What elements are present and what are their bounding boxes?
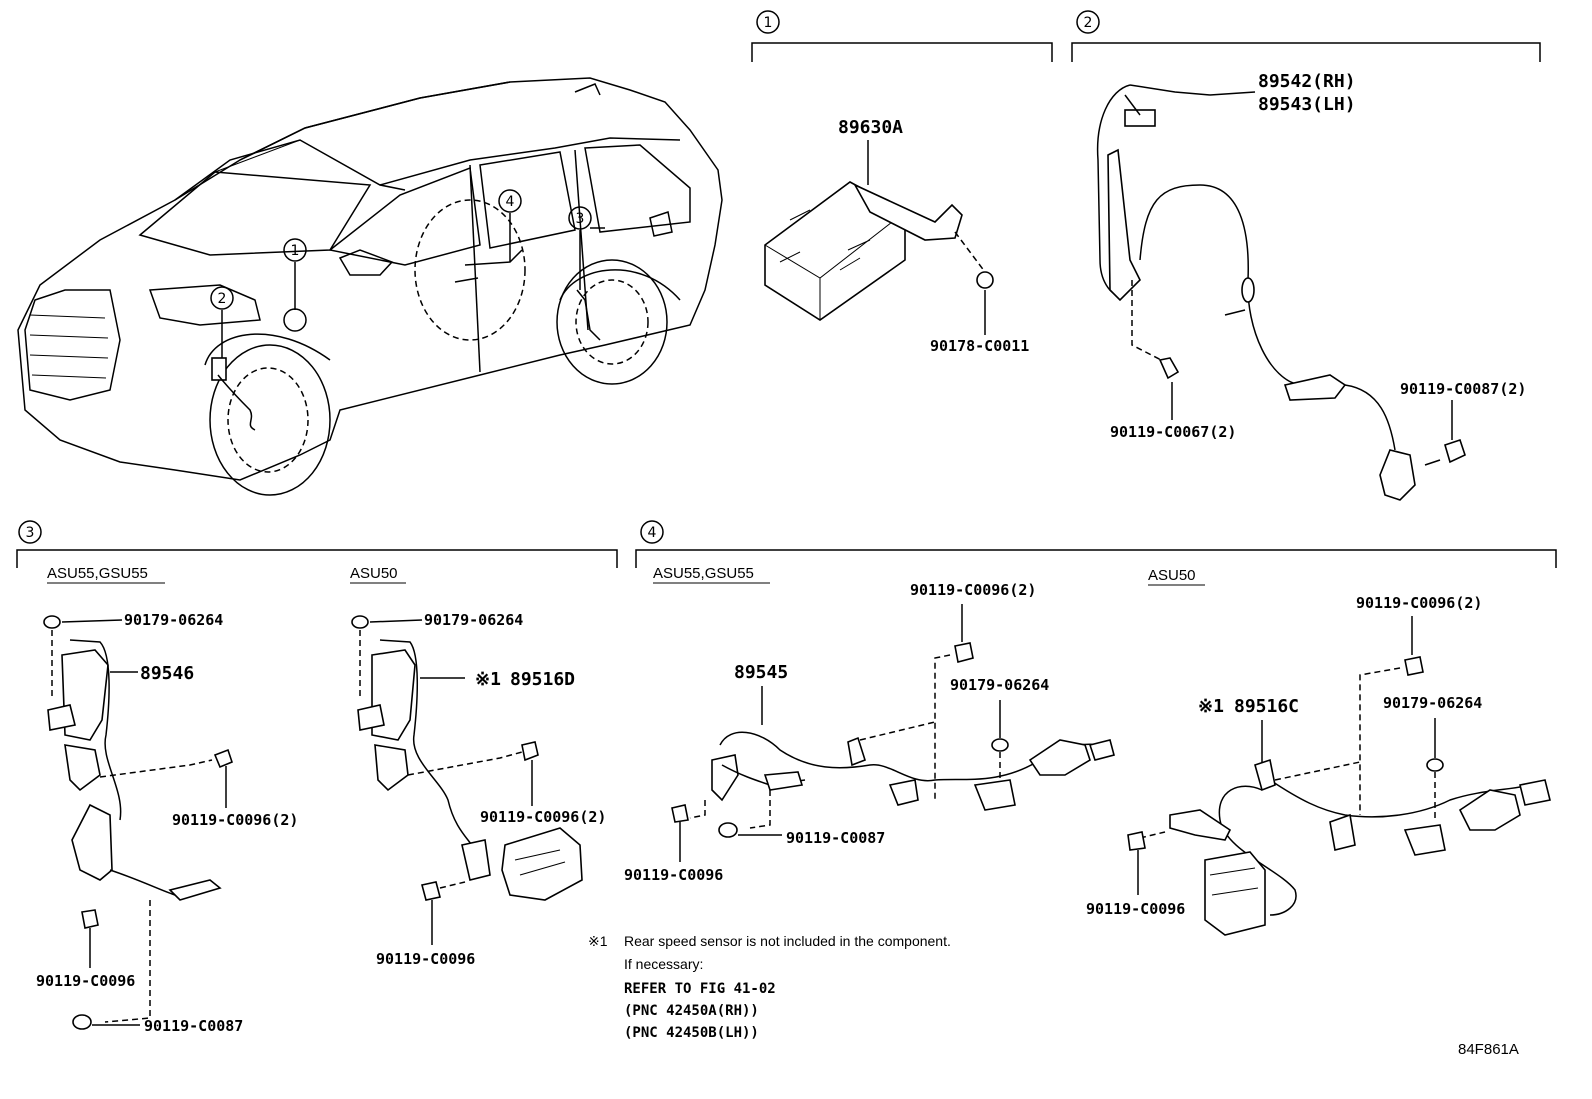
- bolt-90119-C0096-top-s4l[interactable]: [954, 642, 974, 663]
- svg-text:2: 2: [218, 291, 227, 307]
- bolt-90119-C0096-s3r[interactable]: [521, 741, 539, 806]
- front-speed-sensor-89542-89543[interactable]: [1096, 84, 1416, 501]
- label-s4r-mark: ※1: [1198, 696, 1224, 717]
- section-3: 3 ASU55,GSU55 90179-06264 89546 90119-C0…: [16, 520, 618, 1035]
- rear-sensor-89546[interactable]: [47, 639, 222, 901]
- bolt-90119-C0096-s4l[interactable]: [671, 804, 689, 862]
- rear-sensor-89516C[interactable]: [1169, 758, 1551, 936]
- svg-text:1: 1: [764, 15, 773, 31]
- section-2: 2 89542(RH) 89543(LH) 9011: [1071, 10, 1541, 501]
- nut-90179-06264-s3r[interactable]: [351, 615, 369, 629]
- svg-text:4: 4: [648, 525, 657, 541]
- footnote: ※1 Rear speed sensor is not included in …: [588, 933, 951, 1041]
- section-4-marker: 4: [640, 520, 664, 544]
- section-1: 1 89630A 90178-C0011: [751, 10, 1053, 355]
- svg-text:3: 3: [576, 211, 585, 227]
- nut-90179-06264-s4r[interactable]: [1426, 758, 1444, 772]
- bolt-90119-C0087-s4l[interactable]: [718, 822, 738, 838]
- figure-id: 84F861A: [1458, 1041, 1519, 1058]
- note-line-2: If necessary:: [624, 956, 703, 972]
- svg-text:3: 3: [26, 525, 35, 541]
- label-90178-C0011: 90178-C0011: [930, 337, 1029, 355]
- label-s3r-mark: ※1: [475, 669, 501, 690]
- section-4-variant-asu50: ASU50: [1148, 567, 1196, 584]
- nut-90179-06264-s4l[interactable]: [991, 738, 1009, 752]
- vehicle-callout-3[interactable]: 3: [568, 206, 592, 230]
- label-89546: 89546: [140, 663, 194, 684]
- bolt-90119-C0096-s4r[interactable]: [1127, 831, 1146, 895]
- vehicle-callout-2[interactable]: 2: [210, 286, 234, 310]
- label-s4r-90119-C0096: 90119-C0096: [1086, 900, 1185, 918]
- label-89516D: 89516D: [510, 669, 575, 690]
- label-s3r-90119-C0096: 90119-C0096: [376, 950, 475, 968]
- abs-ecu-module[interactable]: [764, 181, 963, 321]
- rear-sensor-89545[interactable]: [711, 731, 1115, 811]
- clip-90178-C0011[interactable]: [976, 271, 994, 289]
- svg-text:2: 2: [1084, 15, 1093, 31]
- label-89545: 89545: [734, 662, 788, 683]
- svg-text:1: 1: [291, 243, 300, 259]
- bolt-90119-C0096-lower-s3l[interactable]: [81, 909, 99, 968]
- label-s4r-90179-06264: 90179-06264: [1383, 694, 1482, 712]
- section-3-marker: 3: [18, 520, 42, 544]
- label-90119-C0067: 90119-C0067(2): [1110, 423, 1236, 441]
- label-s4l-90119-C0087: 90119-C0087: [786, 829, 885, 847]
- note-line-4: (PNC 42450A(RH)): [624, 1003, 759, 1019]
- label-s4r-90119-C0096-x2: 90119-C0096(2): [1356, 594, 1482, 612]
- label-s3l-90119-C0087: 90119-C0087: [144, 1017, 243, 1035]
- label-89630A: 89630A: [838, 117, 903, 138]
- label-s3r-90179-06264: 90179-06264: [424, 611, 523, 629]
- label-s3l-90179-06264: 90179-06264: [124, 611, 223, 629]
- vehicle-callout-1[interactable]: 1: [283, 238, 307, 262]
- vehicle-illustration: [17, 77, 723, 496]
- section-1-marker: 1: [756, 10, 780, 34]
- note-line-5: (PNC 42450B(LH)): [624, 1025, 759, 1041]
- bolt-90119-C0087-s3l[interactable]: [72, 1014, 92, 1030]
- note-line-3: REFER TO FIG 41-02: [624, 981, 776, 997]
- label-89543-lh: 89543(LH): [1258, 94, 1356, 115]
- label-s4l-90119-C0096-x2: 90119-C0096(2): [910, 581, 1036, 599]
- section-2-marker: 2: [1076, 10, 1100, 34]
- rear-sensor-89516D[interactable]: [357, 639, 583, 901]
- label-s4l-90119-C0096: 90119-C0096: [624, 866, 723, 884]
- label-s3l-90119-C0096-x2: 90119-C0096(2): [172, 811, 298, 829]
- label-s3l-90119-C0096: 90119-C0096: [36, 972, 135, 990]
- note-line-1: Rear speed sensor is not included in the…: [624, 933, 951, 949]
- label-89516C: 89516C: [1234, 696, 1299, 717]
- section-4-variant-asu55-gsu55: ASU55,GSU55: [653, 565, 754, 582]
- bolt-90119-C0096-top-s4r[interactable]: [1404, 656, 1424, 676]
- note-mark: ※1: [588, 933, 608, 949]
- section-4: 4 ASU55,GSU55 90119-C0096(2) 90179-06264…: [624, 520, 1557, 936]
- label-s4l-90179-06264: 90179-06264: [950, 676, 1049, 694]
- bolt-90119-C0096-s3l[interactable]: [213, 748, 233, 808]
- vehicle-callout-4[interactable]: 4: [498, 189, 522, 213]
- label-90119-C0087-x2: 90119-C0087(2): [1400, 380, 1526, 398]
- label-s3r-90119-C0096-x2: 90119-C0096(2): [480, 808, 606, 826]
- bolt-90119-C0067[interactable]: [1158, 357, 1180, 420]
- section-3-variant-asu50: ASU50: [350, 565, 398, 582]
- nut-90179-06264-s3l[interactable]: [43, 615, 61, 629]
- svg-text:4: 4: [506, 194, 515, 210]
- label-89542-rh: 89542(RH): [1258, 71, 1356, 92]
- section-3-variant-asu55-gsu55: ASU55,GSU55: [47, 565, 148, 582]
- bolt-90119-C0087[interactable]: [1424, 400, 1466, 466]
- bolt-90119-C0096-lower-s3r[interactable]: [421, 881, 441, 945]
